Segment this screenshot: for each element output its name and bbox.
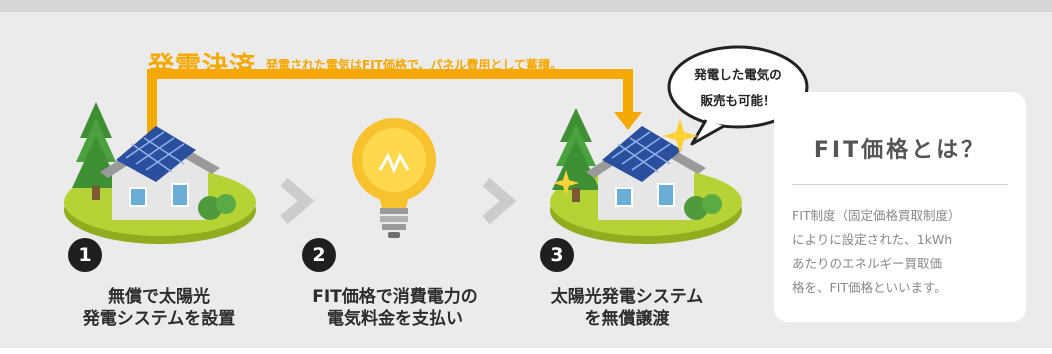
- house-with-solar-panel-icon: [64, 102, 256, 244]
- bubble-line-1: 発電した電気の: [694, 67, 782, 82]
- step-label: 無償で太陽光 発電システムを設置: [44, 286, 274, 330]
- step-label-line-1: 無償で太陽光: [108, 287, 210, 307]
- step-number-badge: 1: [68, 238, 102, 272]
- step-number-badge: 2: [302, 238, 336, 272]
- fit-card-divider: [792, 184, 1008, 185]
- step-number-badge: 3: [540, 238, 574, 272]
- fit-card-body-line: FIT制度（固定価格買取制度）: [792, 208, 961, 223]
- headline-subtitle: 発電された電気はFIT価格で、パネル費用として蓄積。: [266, 57, 563, 72]
- speech-bubble: [667, 45, 809, 146]
- step-label-line-2: を無償譲渡: [584, 309, 670, 329]
- step-label: 太陽光発電システム を無償譲渡: [512, 286, 742, 330]
- fit-card-title: FIT価格とは？: [813, 138, 987, 163]
- step-label-line-1: FIT価格で消費電力の: [312, 287, 478, 307]
- house-with-solar-panel-sparkle-icon: [550, 108, 742, 244]
- fit-card-body-line: によりに設定された、1kWh: [792, 232, 953, 247]
- fit-card-body: FIT制度（固定価格買取制度） によりに設定された、1kWh あたりのエネルギー…: [792, 204, 1012, 300]
- headline-title: 発電決済: [148, 51, 257, 82]
- fit-card-body-line: 格を、FIT価格といいます。: [792, 280, 947, 295]
- fit-info-card: FIT価格とは？ FIT制度（固定価格買取制度） によりに設定された、1kWh …: [774, 92, 1026, 322]
- chevron-right-icon: [280, 177, 315, 225]
- step-label-line-2: 電気料金を支払い: [327, 309, 463, 329]
- chevron-right-icon: [482, 177, 517, 225]
- light-bulb-icon: [352, 118, 436, 238]
- headline: 発電決済 発電された電気はFIT価格で、パネル費用として蓄積。: [148, 44, 562, 84]
- fit-card-body-line: あたりのエネルギー買取価: [792, 256, 943, 271]
- step-label-line-2: 発電システムを設置: [82, 309, 236, 329]
- step-label: FIT価格で消費電力の 電気料金を支払い: [280, 286, 510, 330]
- step-label-line-1: 太陽光発電システム: [550, 287, 704, 307]
- bubble-text: 発電した電気の 販売も可能！: [676, 62, 800, 114]
- bubble-line-2: 販売も可能！: [700, 93, 776, 108]
